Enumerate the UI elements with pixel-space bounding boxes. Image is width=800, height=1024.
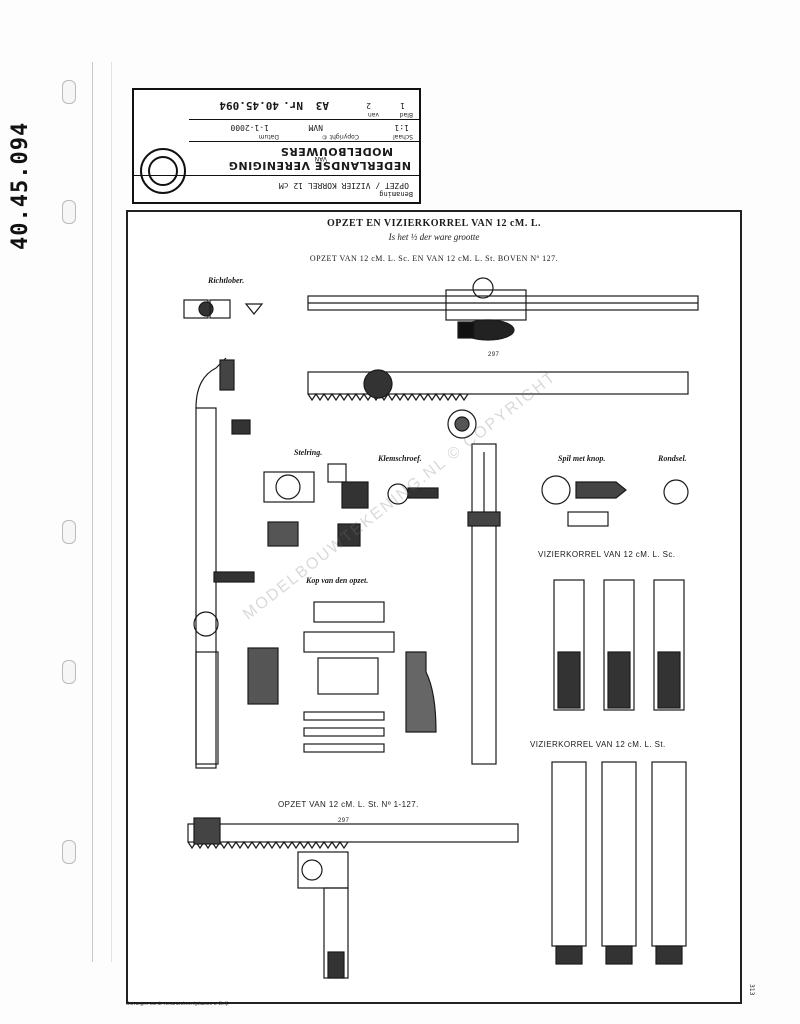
org-name-line2: MODELBOUWERS [280, 145, 393, 158]
binder-strip [92, 62, 112, 962]
sheet-main-title: OPZET EN VIZIERKORREL VAN 12 cM. L. [326, 218, 542, 229]
divider [189, 141, 419, 142]
drawing-number: 40.45.094 [219, 99, 279, 112]
label-rondsel: Rondsel. [658, 454, 687, 463]
title-block: Benaming OPZET / VIZIER KORREL 12 cM NED… [132, 88, 421, 204]
copyright-label: Copyright © [321, 133, 359, 140]
dimension-297-bottom: 297 [338, 818, 350, 824]
footnote: Ontvangen van de constructiewerkplaatsen… [126, 1002, 229, 1007]
technical-drawing [183, 277, 699, 979]
copyright-value: NVM [308, 123, 323, 132]
title-block-title: OPZET / VIZIER KORREL 12 cM [278, 181, 409, 190]
tube-middle [471, 443, 497, 765]
section-title-bottom: OPZET VAN 12 cM. L. St. Nº 1-127. [278, 800, 419, 809]
punch-hole [62, 660, 76, 684]
van-label: van [367, 111, 379, 118]
punch-hole [62, 200, 76, 224]
rack-bar [307, 371, 689, 395]
title-block-field-label: Benaming [379, 190, 413, 198]
sheet-scale-note: Is het ½ der ware grootte [388, 232, 480, 242]
section-title-vizier-st: VIZIERKORREL VAN 12 cM. L. St. [530, 740, 666, 749]
dimension-297-top: 297 [488, 352, 500, 358]
section-title-top: OPZET VAN 12 cM. L. Sc. EN VAN 12 cM. L.… [309, 254, 559, 263]
schaal-label: Schaal [393, 133, 413, 140]
section-title-vizier-sc: VIZIERKORREL VAN 12 cM. L. Sc. [538, 550, 676, 559]
sight-bar-bottom [187, 823, 519, 843]
sheet-size: A3 [315, 99, 329, 112]
nvm-logo [140, 148, 186, 194]
schaal-value: 1:1 [394, 123, 409, 132]
label-stelring: Stelring. [294, 448, 323, 457]
punch-hole [62, 840, 76, 864]
label-richtlober: Richtlober. [208, 276, 245, 285]
label-kop-van-den-opzet: Kop van den opzet. [306, 576, 369, 585]
blad-label: Blad [399, 111, 413, 118]
punch-hole [62, 80, 76, 104]
van-value: 2 [366, 101, 371, 110]
date-value: 1-1-2000 [230, 123, 269, 132]
nr-label: Nr. [283, 99, 303, 112]
label-klemschroef: Klemschroef. [378, 454, 422, 463]
drawing-sheet: OPZET EN VIZIERKORREL VAN 12 cM. L. Is h… [126, 210, 742, 1004]
handwritten-drawing-number: 40.45.094 [8, 121, 33, 250]
tube-left [195, 407, 217, 769]
punch-hole [62, 520, 76, 544]
blad-value: 1 [400, 101, 405, 110]
label-spil-met-knop: Spil met knop. [558, 454, 606, 463]
page-number: 313 [748, 984, 755, 996]
divider [189, 119, 419, 120]
date-label: Datum [258, 133, 279, 140]
